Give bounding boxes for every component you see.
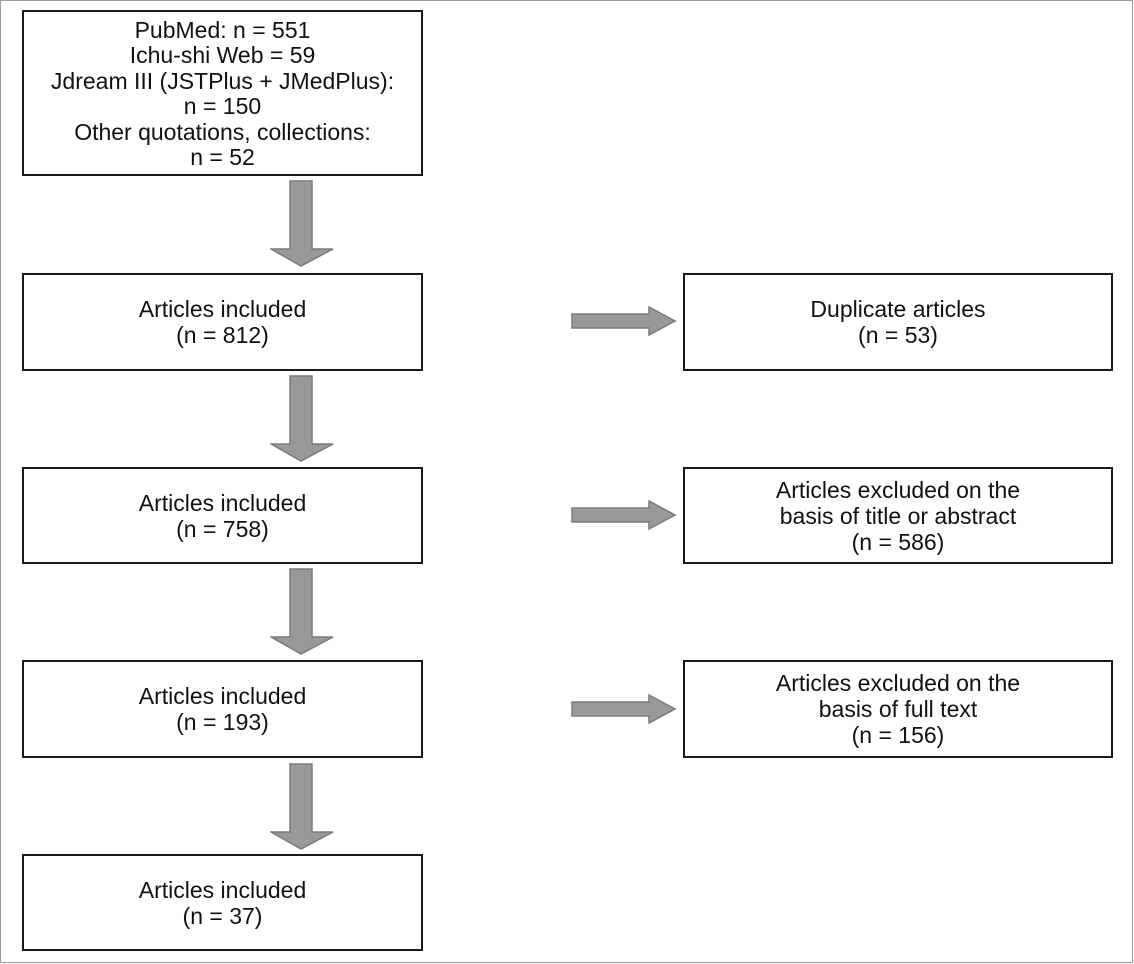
included-box-3: Articles included (n = 193) xyxy=(22,660,423,758)
source-line: Other quotations, collections: xyxy=(74,118,371,145)
included-label: Articles included xyxy=(138,489,307,516)
sources-box: PubMed: n = 551 Ichu-shi Web = 59 Jdream… xyxy=(22,10,423,176)
excluded-box-title-abstract: Articles excluded on the basis of title … xyxy=(683,467,1113,564)
excluded-line: Duplicate articles xyxy=(810,296,986,322)
down-arrow-icon xyxy=(270,180,334,267)
source-line: n = 52 xyxy=(190,144,255,170)
down-arrow-icon xyxy=(270,375,334,462)
excluded-line: Articles excluded on the xyxy=(775,476,1021,503)
down-arrow-icon xyxy=(270,568,334,655)
included-label: Articles included xyxy=(138,876,307,903)
excluded-line: (n = 53) xyxy=(858,322,938,348)
right-arrow-icon xyxy=(571,694,677,724)
source-line: Jdream III (JSTPlus + JMedPlus): xyxy=(50,67,395,94)
included-count: (n = 758) xyxy=(176,515,269,542)
included-box-2: Articles included (n = 758) xyxy=(22,467,423,564)
included-label: Articles included xyxy=(138,296,307,322)
included-count: (n = 812) xyxy=(176,322,269,348)
excluded-box-duplicates: Duplicate articles (n = 53) xyxy=(683,273,1113,371)
excluded-line: Articles excluded on the xyxy=(775,670,1021,696)
excluded-line: basis of title or abstract xyxy=(779,502,1017,529)
included-count: (n = 193) xyxy=(176,709,269,735)
excluded-line: (n = 156) xyxy=(851,722,945,748)
excluded-line: (n = 586) xyxy=(851,528,945,555)
excluded-box-full-text: Articles excluded on the basis of full t… xyxy=(683,660,1113,758)
included-label: Articles included xyxy=(138,683,307,709)
right-arrow-icon xyxy=(571,500,677,530)
down-arrow-icon xyxy=(270,763,334,850)
excluded-line: basis of full text xyxy=(818,696,978,722)
included-box-1: Articles included (n = 812) xyxy=(22,273,423,371)
source-line: n = 150 xyxy=(183,93,262,119)
included-box-4: Articles included (n = 37) xyxy=(22,854,423,951)
source-line: PubMed: n = 551 xyxy=(134,16,311,43)
included-count: (n = 37) xyxy=(182,902,263,929)
source-line: Ichu-shi Web = 59 xyxy=(129,42,316,68)
right-arrow-icon xyxy=(571,306,677,336)
